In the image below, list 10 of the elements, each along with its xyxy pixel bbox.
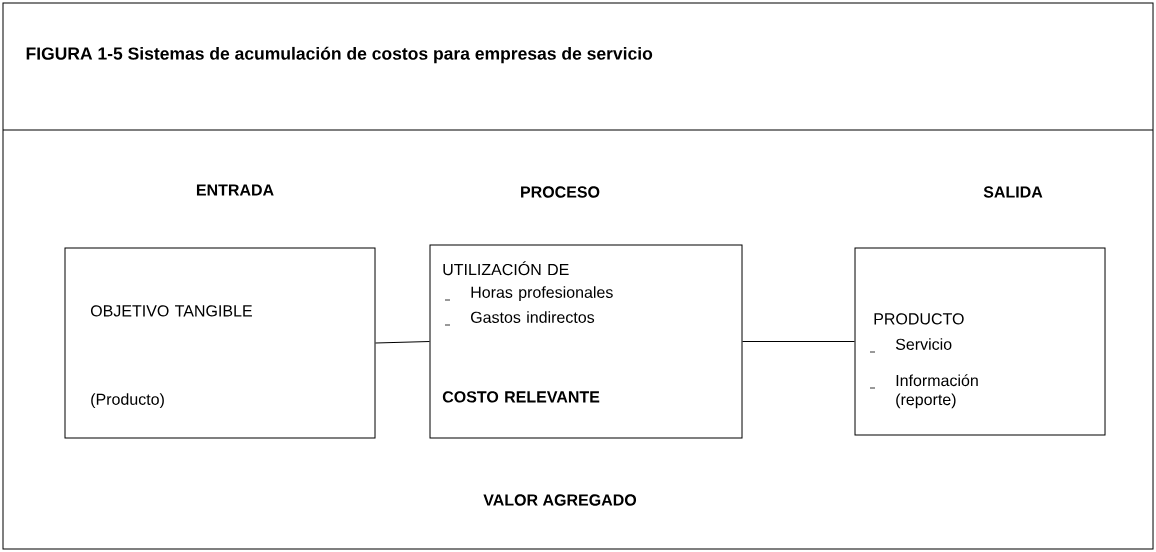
connector-line <box>742 341 855 342</box>
column-heading: ENTRADA <box>196 184 274 196</box>
process-box: OBJETIVO TANGIBLE (Producto) <box>64 247 376 439</box>
footer-label: VALOR AGREGADO <box>483 494 637 506</box>
connector-line <box>375 341 430 344</box>
column-heading: SALIDA <box>983 186 1043 198</box>
column-heading: PROCESO <box>521 186 600 198</box>
process-box: UTILIZACIÓN DE Horas profesionales Gastos indirectos COSTO RELEVANTE <box>429 244 743 439</box>
title: FIGURA 1-5 Sistemas de acumulación de costos para empresas de servicio <box>26 46 653 64</box>
process-box: PRODUCTO Servicio Información (reporte) <box>854 247 1106 436</box>
